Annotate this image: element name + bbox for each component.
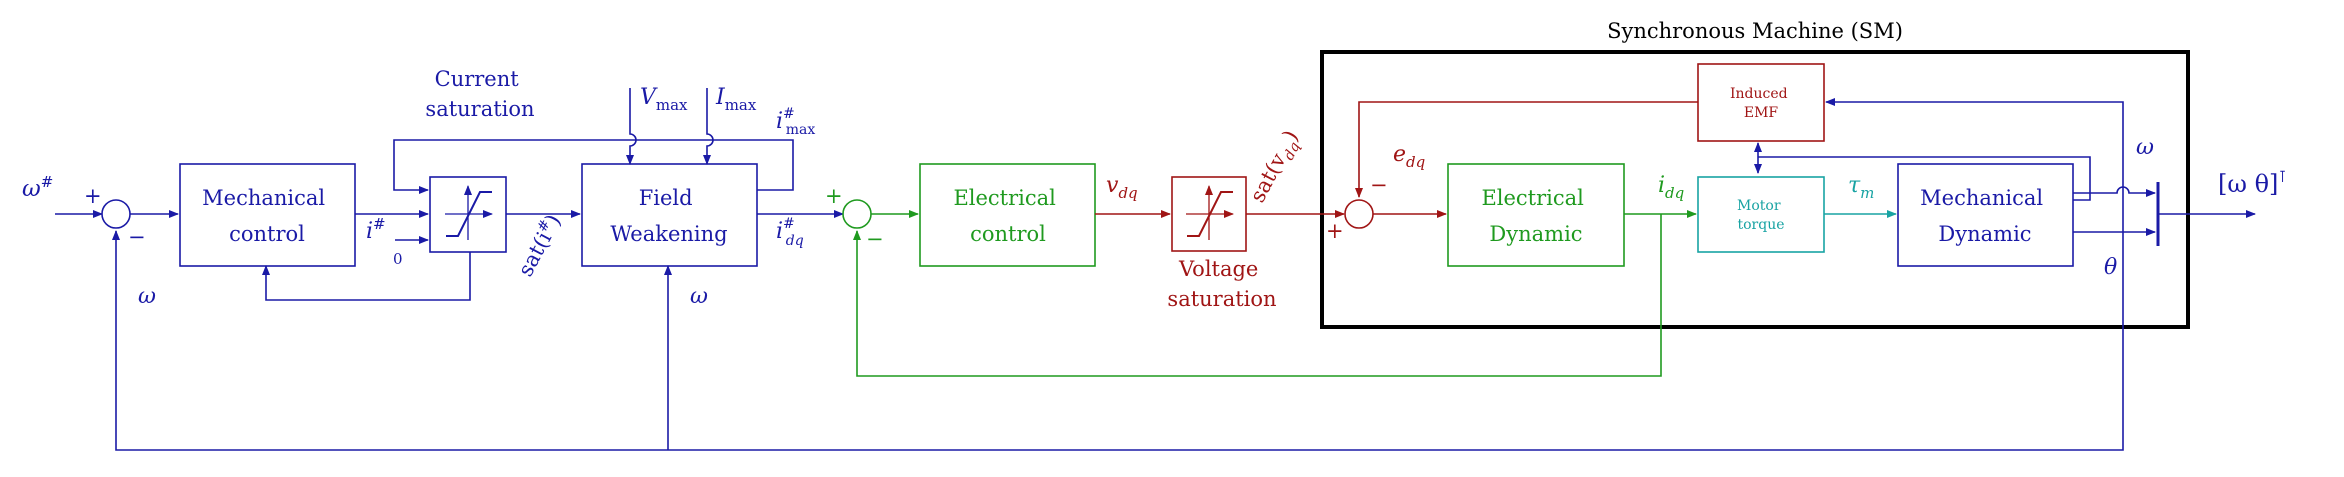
electrical-dynamic-line1: Electrical [1481, 186, 1584, 210]
motor-torque-line1: Motor [1737, 198, 1781, 214]
sum3-plus-sign: + [1326, 219, 1344, 243]
current-saturation-label-line2: saturation [425, 97, 534, 121]
sum2-minus-sign: − [866, 227, 884, 251]
torque-label: τm [1848, 173, 1874, 202]
speed-feedback-label-left: ω [138, 284, 156, 309]
svg-text:Induced EMF: Induced EMF [1730, 86, 1792, 121]
speed-feedback-label-mid: ω [690, 284, 708, 309]
imax-reference-label: i#max [776, 106, 815, 138]
field-weakening-line1: Field [639, 186, 693, 210]
svg-text:Electrical Dynamic: Electrical Dynamic [1481, 186, 1590, 246]
voltage-saturation-label-line1: Voltage [1178, 257, 1258, 281]
svg-text:Electrical control: Electrical control [953, 186, 1062, 246]
sum1-plus-sign: + [84, 184, 102, 208]
current-reference-label: i# [366, 215, 386, 244]
sum3-minus-sign: − [1370, 173, 1388, 197]
saturated-current-label: sat(i#) [512, 210, 565, 281]
motor-torque-line2: torque [1737, 217, 1784, 233]
svg-text:Motor torque: Motor torque [1737, 198, 1785, 233]
zero-label: 0 [393, 250, 403, 268]
electrical-control-line1: Electrical [953, 186, 1056, 210]
mechanical-control-line2: control [229, 222, 305, 246]
sm-title: Synchronous Machine (SM) [1607, 19, 1903, 43]
angle-output-label: θ [2104, 255, 2117, 280]
voltage-saturation-label-line2: saturation [1167, 287, 1276, 311]
electrical-control-line2: control [970, 222, 1046, 246]
synchronous-machine-frame [1320, 50, 2190, 329]
emf-dq-label: edq [1393, 142, 1425, 171]
svg-text:Mechanical Dynamic: Mechanical Dynamic [1920, 186, 2050, 246]
mechanical-dynamic-line2: Dynamic [1938, 222, 2031, 246]
sum1-minus-sign: − [128, 225, 146, 249]
voltage-dq-label: vdq [1106, 173, 1138, 202]
induced-emf-line1: Induced [1730, 86, 1788, 102]
motor-torque-block [1697, 176, 1825, 253]
voltage-saturation-block [1171, 176, 1247, 252]
sum-junction-current [842, 199, 872, 229]
speed-output-label: ω [2136, 135, 2154, 160]
mechanical-dynamic-block [1897, 163, 2074, 267]
current-saturation-block [429, 176, 507, 253]
electrical-dynamic-block [1447, 163, 1625, 267]
sum-junction-speed [101, 199, 131, 229]
sum2-plus-sign: + [825, 184, 843, 208]
svg-text:Voltage saturation: Voltage saturation [1167, 257, 1276, 311]
electrical-dynamic-line2: Dynamic [1489, 222, 1582, 246]
induced-emf-line2: EMF [1744, 105, 1779, 121]
output-vector-label: [ω θ]⊺ [2218, 167, 2287, 198]
induced-emf-block [1697, 63, 1825, 142]
imax-label: Imax [715, 85, 757, 114]
field-weakening-block [581, 163, 758, 267]
svg-text:Current saturation: Current saturation [425, 67, 534, 121]
svg-text:Mechanical control: Mechanical control [202, 186, 332, 246]
speed-reference-label: ω# [22, 173, 53, 202]
field-weakening-line2: Weakening [610, 222, 727, 246]
mechanical-control-line1: Mechanical [202, 186, 325, 210]
mechanical-control-block [179, 163, 356, 267]
current-saturation-label-line1: Current [435, 67, 520, 91]
electrical-control-block [919, 163, 1096, 267]
saturated-voltage-label: sat(vdq) [1245, 126, 1307, 208]
current-dq-label: idq [1658, 173, 1684, 202]
idq-reference-label: i#dq [776, 216, 804, 249]
svg-text:Field Weakening: Field Weakening [610, 186, 727, 246]
mechanical-dynamic-line1: Mechanical [1920, 186, 2043, 210]
sum-junction-emf [1344, 199, 1374, 229]
vmax-label: Vmax [640, 85, 688, 114]
